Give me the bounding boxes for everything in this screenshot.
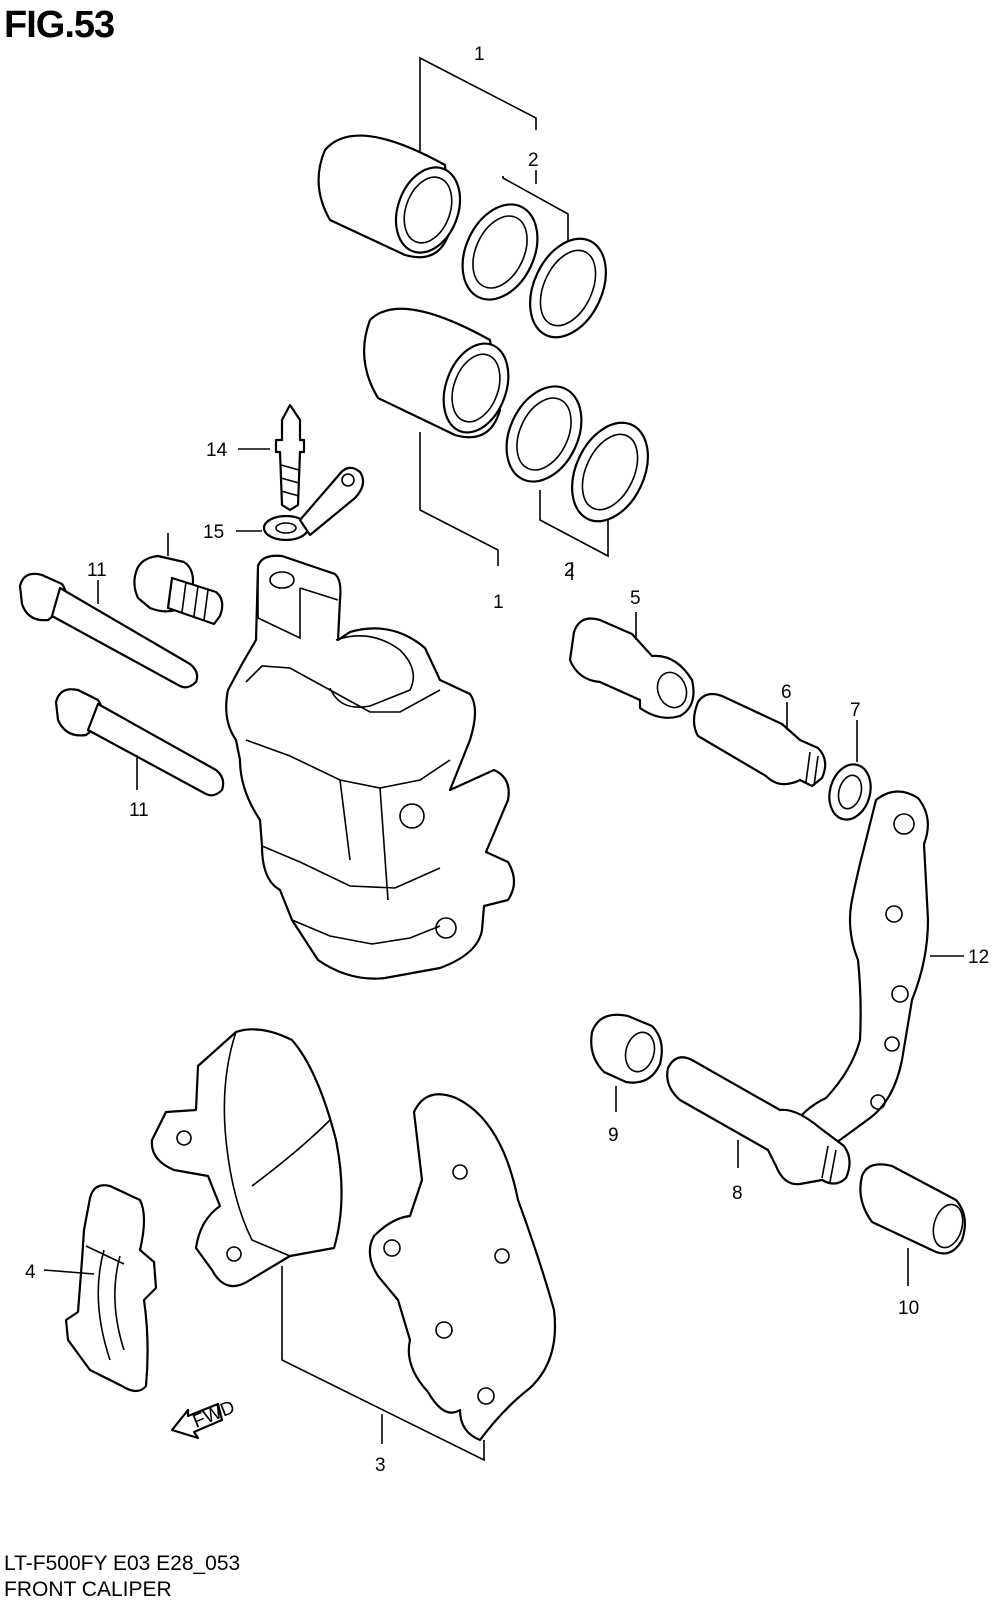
callout-bracket-1-top — [419, 56, 569, 245]
seal-pair-bottom — [505, 385, 649, 523]
callout-label: 12 — [968, 947, 989, 968]
callout-label: 11 — [129, 800, 149, 821]
callout-label: 15 — [203, 522, 224, 543]
fwd-label: FWD — [190, 1397, 238, 1433]
figure-caption: FRONT CALIPER — [4, 1578, 172, 1601]
fwd-arrow-icon: FWD — [170, 1397, 238, 1440]
callout-label: 7 — [850, 700, 861, 721]
caliper-bracket — [788, 790, 930, 1150]
bushing — [590, 1013, 663, 1084]
caliper-body — [225, 554, 516, 980]
piston-bottom — [362, 307, 510, 439]
bleeder-screw — [274, 403, 306, 512]
brake-pad-inner — [150, 1028, 343, 1288]
callout-label: 9 — [608, 1125, 619, 1146]
guide-pin — [692, 692, 827, 788]
piston-top — [317, 134, 462, 259]
washer — [828, 763, 872, 821]
seal-pair-top — [461, 203, 607, 339]
sleeve-lower — [859, 1163, 967, 1255]
model-code: LT-F500FY E03 E28_053 — [4, 1552, 241, 1575]
callout-label: 1 — [474, 44, 485, 65]
pin-bolt-lower — [54, 688, 225, 797]
callout-label: 8 — [732, 1183, 743, 1204]
callout-label: 4 — [25, 1262, 36, 1283]
callout-label: 14 — [206, 440, 228, 461]
callout-label: 2 — [528, 150, 539, 171]
sleeve — [568, 617, 695, 719]
callout-label: 3 — [375, 1455, 386, 1476]
bleeder-cap — [262, 466, 365, 542]
caliper-bolt — [133, 554, 224, 626]
callout-label: 6 — [781, 682, 792, 703]
pad-spring — [64, 1184, 158, 1393]
callout-bracket-1-bottom — [419, 432, 609, 580]
callout-label: 5 — [630, 588, 641, 609]
brake-pad-outer — [368, 1093, 557, 1442]
callout-label: 1 — [493, 592, 504, 613]
callout-label: 2 — [564, 560, 575, 581]
figure-title: FIG.53 — [4, 4, 115, 46]
callout-label: 10 — [898, 1298, 919, 1319]
pin-bolt-upper — [18, 572, 199, 689]
callout-label: 11 — [87, 560, 107, 581]
bracket-bolt — [666, 1056, 851, 1186]
